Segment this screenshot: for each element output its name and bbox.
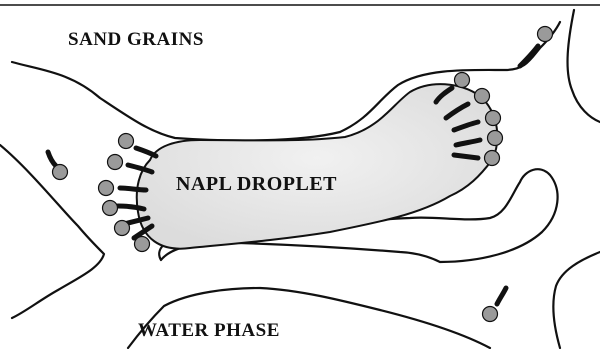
- surfactant-head-left-1: [119, 134, 134, 149]
- surfactant-head-right-2: [475, 89, 490, 104]
- surfactant-tail-left-3: [120, 188, 146, 190]
- napl-droplet: [137, 84, 498, 249]
- surfactant-head-right-5: [485, 151, 500, 166]
- free-surfactant-left: [48, 152, 68, 180]
- sand-grain-boundary-right: [568, 10, 600, 122]
- surfactant-head-left-4: [103, 201, 118, 216]
- label-sand-grains: SAND GRAINS: [68, 29, 204, 50]
- sand-grain-boundary-lower-right: [553, 252, 600, 348]
- surfactant-tail-left-1: [136, 148, 156, 156]
- label-napl-droplet: NAPL DROPLET: [176, 173, 337, 195]
- label-water-phase: WATER PHASE: [138, 320, 280, 341]
- surfactant-head-right-1: [455, 73, 470, 88]
- surfactant-head-right-3: [486, 111, 501, 126]
- surfactant-head-left-6: [135, 237, 150, 252]
- free-surfactant-top-right: [520, 27, 553, 67]
- surfactant-head-left-2: [108, 155, 123, 170]
- surfactant-head-right-4: [488, 131, 503, 146]
- surfactant-tail-left-4: [118, 206, 144, 209]
- surfactant-tail-right-5: [454, 155, 478, 158]
- surfactant-head-left-5: [115, 221, 130, 236]
- free-surfactant-bottom-right: [483, 288, 507, 322]
- surfactant-head-left-3: [99, 181, 114, 196]
